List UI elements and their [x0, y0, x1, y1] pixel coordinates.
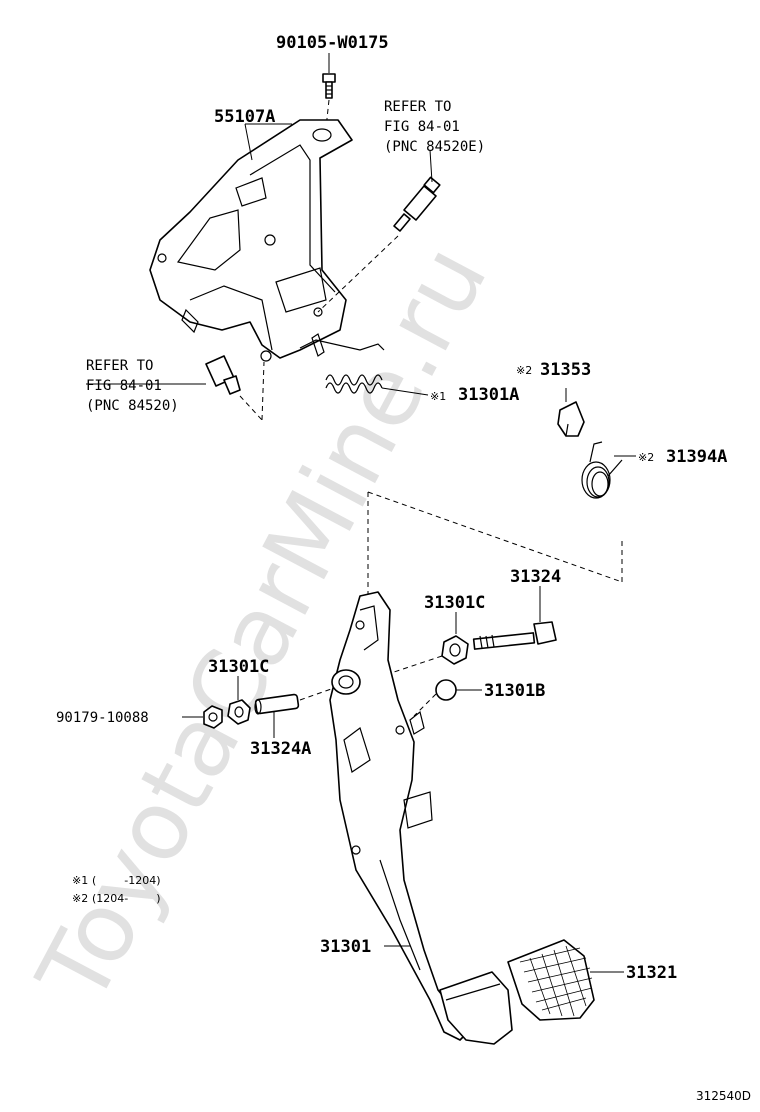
collar-icon — [254, 693, 300, 715]
switch-top-ref-line2: FIG 84-01 — [384, 119, 460, 135]
cushion-label: 31353 — [540, 360, 591, 380]
pedal-bracket — [149, 119, 353, 362]
bracket-label: 55107A — [214, 107, 275, 127]
watermark: ToyotaCarMine.ru — [16, 228, 509, 1022]
nut-icon — [203, 705, 223, 729]
switch-left-ref-line3: (PNC 84520) — [86, 398, 179, 414]
bolt-label: 90105-W0175 — [276, 33, 389, 53]
bolt-long-label: 31324 — [510, 567, 561, 587]
pedal-pad-mounted — [439, 971, 513, 1045]
pedal-pad-label: 31321 — [626, 963, 677, 983]
spring-icon — [325, 374, 383, 394]
linkage-rod — [299, 339, 385, 351]
collar-label: 31324A — [250, 739, 311, 759]
bolt-icon — [322, 73, 336, 99]
note-1-text: ( -1204) — [92, 874, 161, 887]
switch-left-ref-line1: REFER TO — [86, 358, 153, 374]
return-spring-label: 31394A — [666, 447, 727, 467]
figure-code: 312540D — [696, 1089, 751, 1103]
switch-icon — [393, 176, 441, 232]
note-2-mark: ※2 — [72, 892, 88, 905]
note-2-text: (1204- ) — [92, 892, 161, 905]
switch-top-ref-line1: REFER TO — [384, 99, 451, 115]
switch-top-ref-line3: (PNC 84520E) — [384, 139, 485, 155]
bushing-right-label: 31301C — [424, 593, 485, 613]
cushion-icon — [557, 401, 585, 437]
nut-label: 90179-10088 — [56, 710, 149, 726]
ball-label: 31301B — [484, 681, 545, 701]
bushing-left-label: 31301C — [208, 657, 269, 677]
switch-icon — [205, 355, 241, 395]
spring-icon — [581, 441, 623, 499]
nut-icon — [441, 635, 469, 665]
note-1-mark: ※1 — [72, 874, 88, 887]
pedal-arm-label: 31301 — [320, 937, 371, 957]
bolt-icon — [472, 621, 557, 650]
bushing-left-icon — [227, 699, 251, 725]
pedal-pad-icon — [507, 939, 595, 1021]
switch-left-ref-line2: FIG 84-01 — [86, 378, 162, 394]
spring-small-mark: ※1 — [430, 390, 446, 403]
ball-icon — [435, 679, 457, 701]
cushion-mark: ※2 — [516, 364, 532, 377]
spring-small-label: 31301A — [458, 385, 519, 405]
return-spring-mark: ※2 — [638, 451, 654, 464]
